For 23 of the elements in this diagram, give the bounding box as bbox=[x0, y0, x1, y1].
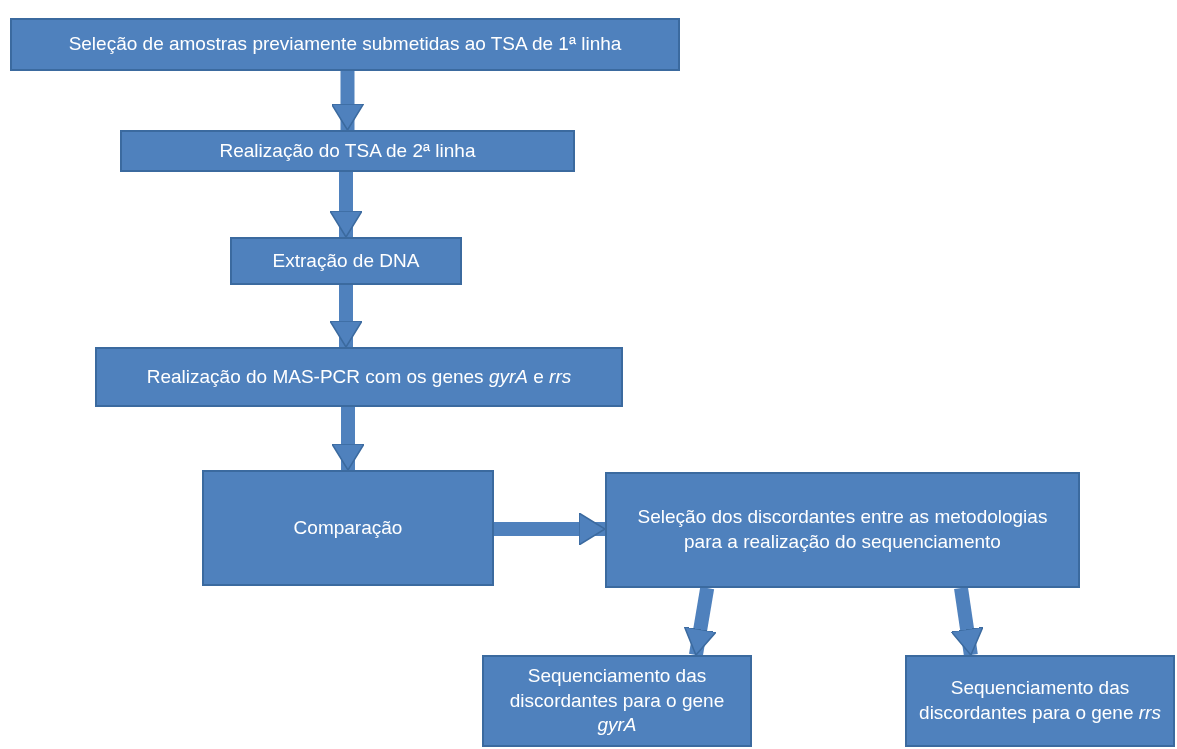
box-text: Seleção dos discordantes entre as metodologias para a realização do sequenciamento bbox=[636, 505, 1049, 554]
block-arrow bbox=[494, 512, 606, 546]
box-text: Realização do MAS-PCR com os genes gyrA e rrs bbox=[146, 364, 572, 389]
block-arrow bbox=[329, 285, 363, 348]
box-text: Seleção de amostras previamente submetidas ao TSA de 1ª linha bbox=[68, 32, 622, 57]
box-text: Sequenciamento das discordantes para o gene rrs bbox=[918, 676, 1162, 725]
box-text: Extração de DNA bbox=[272, 248, 420, 273]
block-arrow bbox=[950, 586, 984, 657]
process-box bbox=[605, 472, 1080, 588]
block-arrow bbox=[330, 71, 365, 131]
process-box bbox=[10, 18, 680, 71]
block-arrow bbox=[331, 407, 365, 471]
box-text: Comparação bbox=[293, 515, 403, 540]
box-text: Sequenciamento das discordantes para o gene gyrA bbox=[508, 663, 726, 738]
process-box bbox=[482, 655, 752, 747]
box-text: Realização do TSA de 2ª linha bbox=[219, 138, 476, 163]
block-arrow bbox=[329, 172, 363, 238]
process-box bbox=[230, 237, 462, 285]
process-box bbox=[202, 470, 494, 586]
block-arrow bbox=[683, 586, 717, 657]
process-box bbox=[905, 655, 1175, 747]
process-box bbox=[120, 130, 575, 172]
process-box bbox=[95, 347, 623, 407]
